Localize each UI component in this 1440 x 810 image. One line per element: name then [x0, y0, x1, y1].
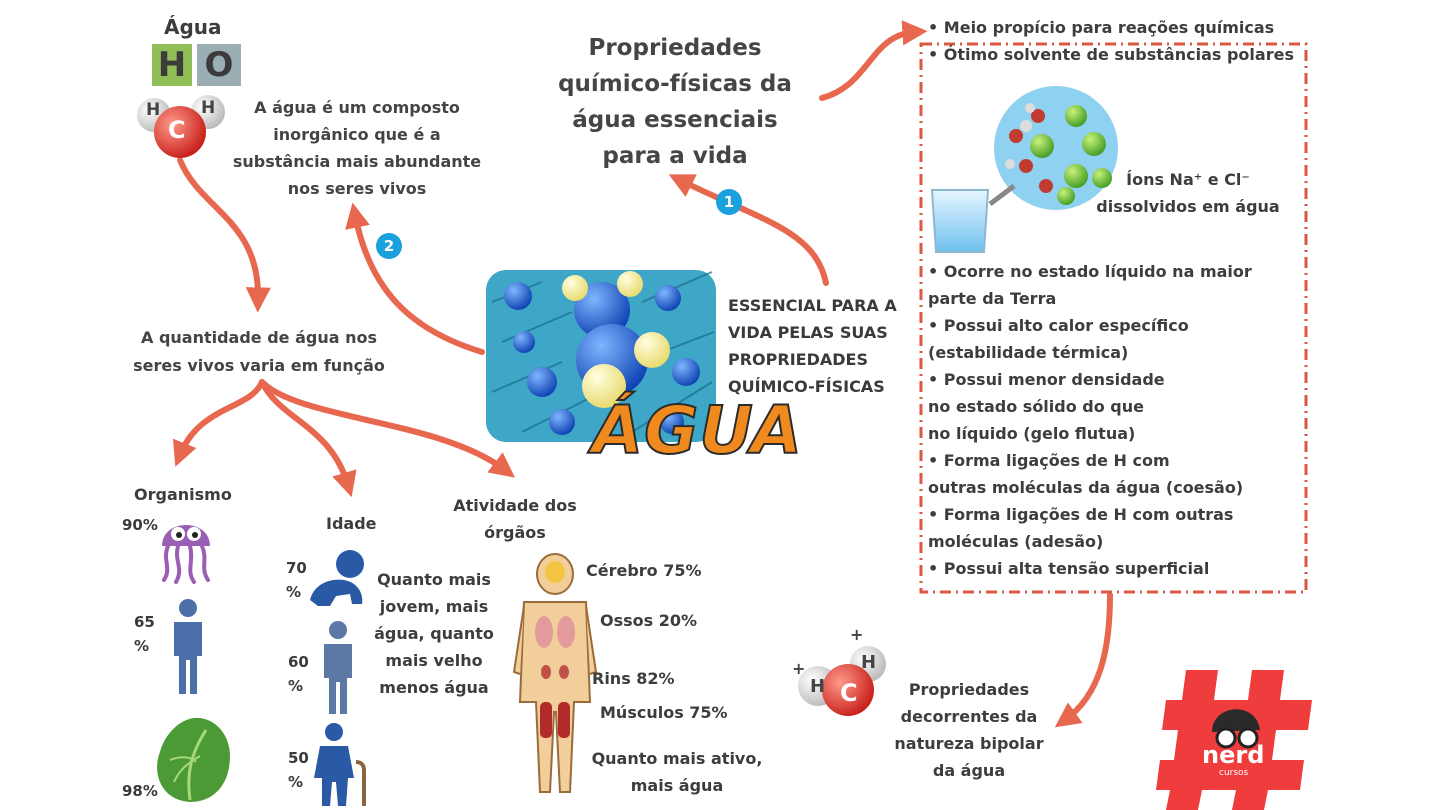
bipolar-atom-c: C	[840, 679, 858, 707]
atividade-note: Quanto mais ativo, mais água	[591, 749, 763, 795]
logo-brand: nerd	[1202, 741, 1265, 769]
water-label: Água	[164, 15, 222, 39]
organ-rins: Rins 82%	[592, 669, 675, 688]
bipolar-atom-h-left: H	[810, 676, 826, 697]
water-molecules-illustration	[486, 270, 716, 442]
property-item: • Ótimo solvente de substâncias polares	[928, 45, 1294, 64]
plus-sign-left: +	[792, 659, 806, 678]
properties-list: • Ocorre no estado líquido na maior part…	[928, 258, 1252, 582]
idade-value-elder: 50 %	[288, 749, 309, 791]
elderly-icon	[314, 723, 366, 806]
property-line: • Possui alto calor específico	[928, 316, 1189, 335]
molecule-icon	[137, 95, 225, 158]
organ-cerebro: Cérebro 75%	[586, 561, 702, 580]
property-line: • Ocorre no estado líquido na maior	[928, 262, 1252, 281]
badge-two: 2	[376, 233, 402, 259]
arrow-title-to-box	[819, 20, 928, 101]
jellyfish-icon	[162, 525, 210, 584]
o-element-box: O	[197, 44, 241, 86]
organismo-value-jellyfish: 90%	[122, 516, 158, 534]
baby-icon	[310, 550, 364, 606]
ions-caption: Íons Na⁺ e Cl⁻ dissolvidos em água	[1096, 170, 1280, 216]
intro-text: A água é um composto inorgânico que é a …	[232, 98, 482, 198]
arrow-quantity-to-idade	[259, 379, 357, 498]
organ-ossos: Ossos 20%	[600, 611, 698, 630]
bipolar-text: Propriedades decorrentes da natureza bip…	[894, 680, 1044, 780]
agua-word: ÁGUA	[591, 392, 803, 469]
idade-value-baby: 70 %	[286, 559, 307, 601]
organ-musculos: Músculos 75%	[600, 703, 728, 722]
quantity-text: A quantidade de água nos seres vivos var…	[133, 328, 385, 375]
person-icon	[174, 599, 202, 694]
property-line: moléculas (adesão)	[928, 532, 1104, 551]
idade-label: Idade	[326, 514, 377, 533]
center-caption: ESSENCIAL PARA A VIDA PELAS SUAS PROPRIE…	[728, 296, 897, 396]
arrow-quantity-to-organismo	[172, 379, 265, 467]
property-line: no estado sólido do que	[928, 397, 1144, 416]
arrow-center-to-intro	[345, 202, 485, 355]
property-line: • Possui alta tensão superficial	[928, 559, 1210, 578]
property-line: • Forma ligações de H com	[928, 451, 1170, 470]
h-element-box: H	[152, 44, 192, 86]
nerd-cursos-logo	[1156, 670, 1312, 810]
bipolar-molecule-icon	[798, 646, 886, 716]
property-line: outras moléculas da água (coesão)	[928, 478, 1244, 497]
idade-value-adult: 60 %	[288, 653, 309, 695]
badge-one: 1	[716, 189, 742, 215]
atom-h-right: H	[201, 98, 216, 118]
atom-h-left: H	[146, 100, 161, 120]
property-line: (estabilidade térmica)	[928, 343, 1129, 362]
organismo-label: Organismo	[134, 485, 232, 504]
arrow-formula-to-quantity	[177, 157, 271, 313]
organismo-value-human: 65 %	[134, 613, 155, 655]
atividade-label: Atividade dos órgãos	[453, 496, 577, 542]
ions-illustration	[930, 86, 1118, 253]
property-line: parte da Terra	[928, 289, 1057, 308]
plus-sign-top: +	[850, 625, 864, 644]
bipolar-atom-h-right: H	[861, 652, 877, 673]
arrow-box-to-bipolar	[1054, 592, 1113, 728]
property-line: • Forma ligações de H com outras	[928, 505, 1234, 524]
arrow-center-to-title	[668, 174, 829, 286]
lettuce-icon	[157, 717, 230, 802]
arrow-quantity-to-atividade	[259, 379, 515, 478]
atom-c: C	[168, 116, 186, 144]
main-title: Propriedades químico-físicas da água ess…	[558, 35, 792, 169]
idade-note: Quanto mais jovem, mais água, quanto mai…	[374, 570, 494, 697]
adult-icon	[324, 621, 352, 714]
logo-sub: cursos	[1219, 768, 1249, 778]
human-body-organs-icon	[512, 553, 598, 793]
properties-top-list: • Meio propício para reações químicas • …	[928, 14, 1294, 68]
property-line: • Possui menor densidade	[928, 370, 1165, 389]
properties-dashed-box	[919, 42, 1308, 594]
organismo-value-lettuce: 98%	[122, 782, 158, 800]
property-line: no líquido (gelo flutua)	[928, 424, 1136, 443]
property-item: • Meio propício para reações químicas	[928, 18, 1275, 37]
